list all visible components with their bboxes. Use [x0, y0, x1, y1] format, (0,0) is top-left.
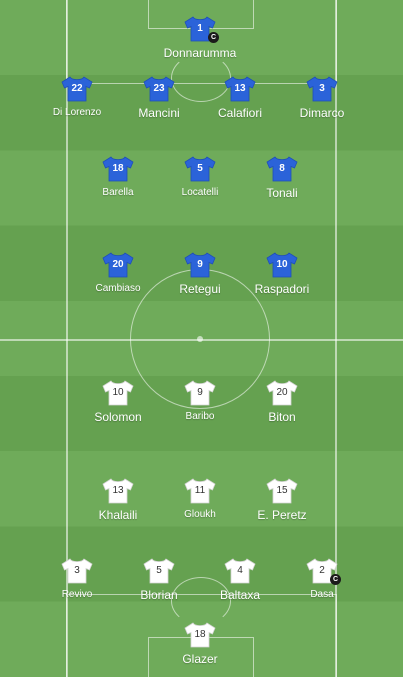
- shirt-number: 5: [156, 565, 162, 576]
- player-name: Locatelli: [181, 187, 219, 198]
- player-name: Barella: [102, 187, 134, 198]
- jersey-icon: 10: [102, 380, 134, 406]
- jersey-icon: 5: [184, 156, 216, 182]
- player-name: Biton: [268, 410, 296, 424]
- shirt-number: 3: [319, 83, 325, 94]
- jersey-icon: 13: [224, 76, 256, 102]
- shirt-number: 8: [279, 163, 285, 174]
- shirt-number: 13: [112, 485, 124, 496]
- shirt-number: 18: [112, 163, 124, 174]
- shirt-number: 2: [319, 565, 325, 576]
- jersey-icon: 9: [184, 380, 216, 406]
- player-name: Calafiori: [217, 106, 262, 120]
- player-name: Gloukh: [184, 509, 216, 520]
- touchline-right: [335, 0, 337, 677]
- shirt-number: 20: [276, 387, 288, 398]
- jersey-icon: 10: [266, 252, 298, 278]
- player-name: Glazer: [182, 652, 218, 666]
- shirt-number: 22: [71, 83, 83, 94]
- player-name: Blorian: [140, 588, 178, 602]
- jersey-icon: 13: [102, 478, 134, 504]
- player-name: Dimarco: [299, 106, 345, 120]
- shirt-number: 23: [153, 83, 165, 94]
- player-name: Tonali: [266, 186, 298, 200]
- player-name: E. Peretz: [257, 508, 307, 522]
- penalty-arc-bottom: [171, 577, 231, 625]
- home-player-def-1[interactable]: 22 Di Lorenzo: [22, 76, 132, 120]
- shirt-number: 15: [276, 485, 288, 496]
- player-name: Cambiaso: [95, 283, 141, 294]
- shirt-number: 5: [197, 163, 203, 174]
- jersey-icon: 20: [102, 252, 134, 278]
- jersey-icon: 22: [61, 76, 93, 102]
- center-spot: [197, 336, 203, 342]
- player-name: Dasa: [310, 589, 334, 600]
- captain-badge: C: [208, 32, 219, 43]
- jersey-icon: 3: [61, 558, 93, 584]
- jersey-icon: 9: [184, 252, 216, 278]
- shirt-number: 13: [234, 83, 246, 94]
- shirt-number: 18: [194, 629, 206, 640]
- shirt-number: 9: [197, 259, 203, 270]
- player-name: Baltaxa: [219, 588, 261, 602]
- jersey-icon: 15: [266, 478, 298, 504]
- touchline-left: [66, 0, 68, 677]
- shirt-number: 20: [112, 259, 124, 270]
- shirt-number: 1: [197, 23, 203, 34]
- jersey-icon: 11: [184, 478, 216, 504]
- captain-badge: C: [330, 574, 341, 585]
- player-name: Khalaili: [98, 508, 138, 522]
- player-name: Revivo: [61, 589, 93, 600]
- player-name: Baribo: [185, 411, 215, 422]
- jersey-icon: 18: [102, 156, 134, 182]
- player-name: Raspadori: [254, 282, 310, 296]
- shirt-number: 10: [276, 259, 288, 270]
- player-name: Mancini: [138, 106, 180, 120]
- player-name: Donnarumma: [163, 46, 237, 60]
- penalty-arc-top: [171, 54, 231, 102]
- player-name: Solomon: [94, 410, 142, 424]
- jersey-icon: 8: [266, 156, 298, 182]
- shirt-number: 3: [74, 565, 80, 576]
- shirt-number: 10: [112, 387, 124, 398]
- player-name: Retegui: [179, 282, 221, 296]
- jersey-icon: 5: [143, 558, 175, 584]
- jersey-icon: 3: [306, 76, 338, 102]
- player-name: Di Lorenzo: [52, 107, 102, 118]
- shirt-number: 11: [194, 485, 206, 496]
- shirt-number: 4: [237, 565, 243, 576]
- shirt-number: 9: [197, 387, 203, 398]
- jersey-icon: 18: [184, 622, 216, 648]
- away-player-mid-3[interactable]: 15 E. Peretz: [227, 478, 337, 522]
- jersey-icon: 4: [224, 558, 256, 584]
- jersey-icon: 20: [266, 380, 298, 406]
- jersey-icon: 23: [143, 76, 175, 102]
